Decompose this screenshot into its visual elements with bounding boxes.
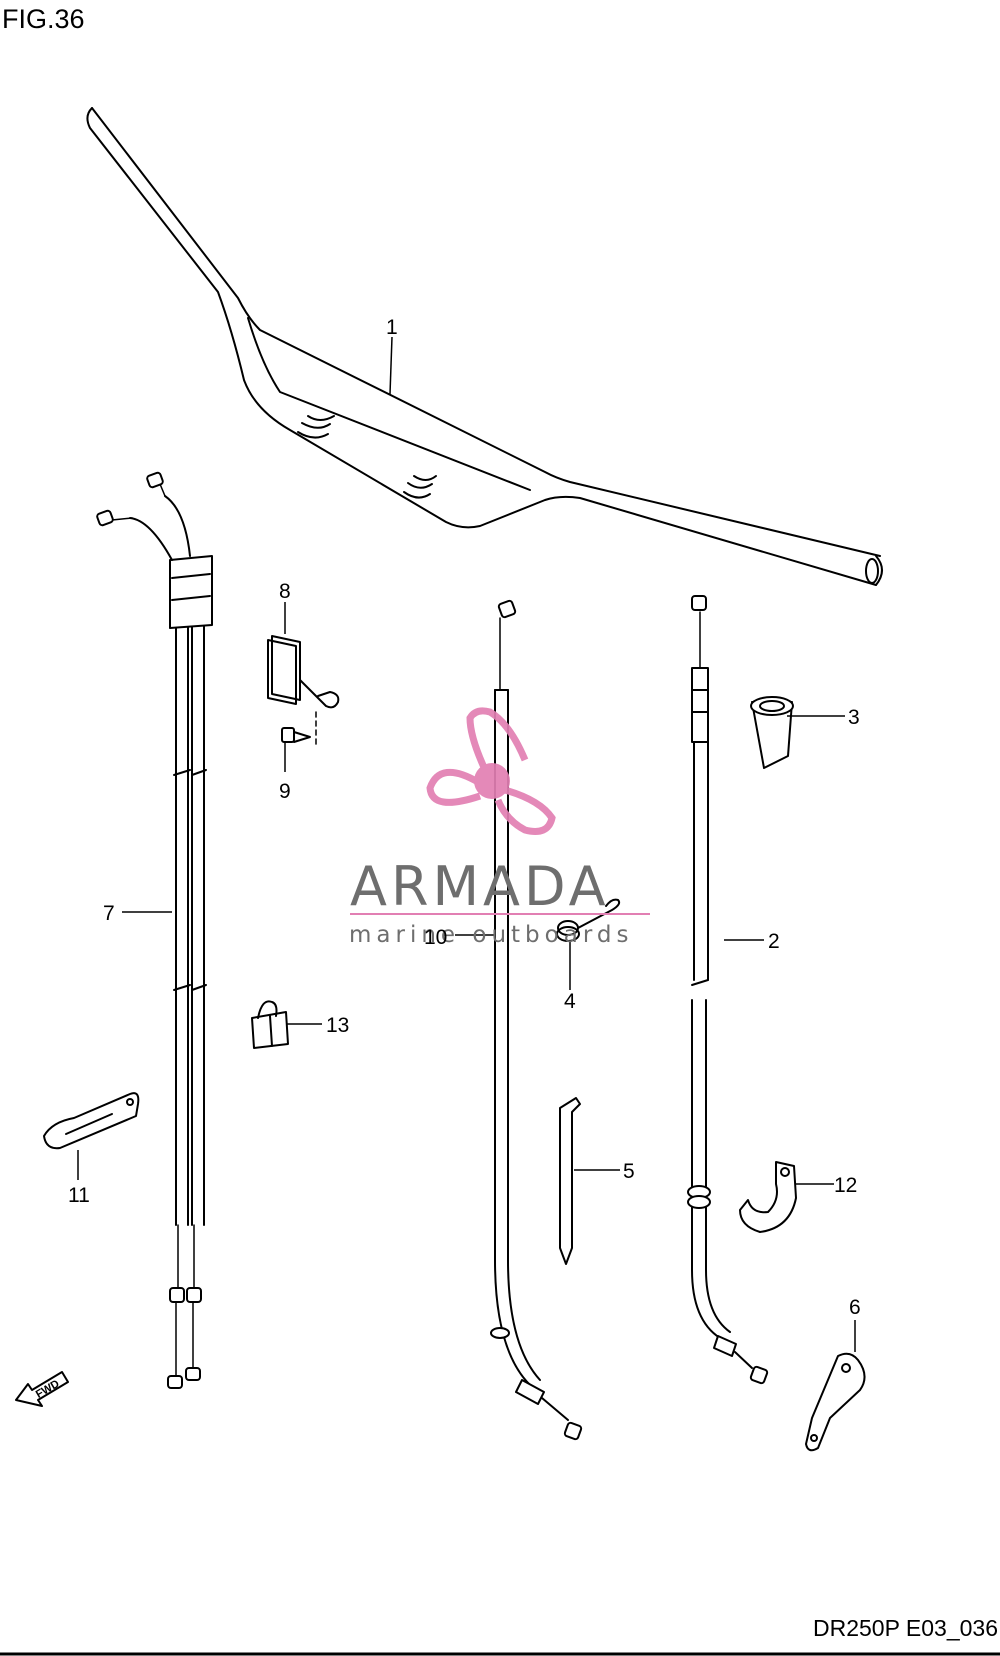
callout-13: 13 — [326, 1014, 349, 1037]
callout-1: 1 — [386, 316, 398, 339]
callout-12: 12 — [834, 1174, 857, 1197]
spring-clip-part — [556, 898, 621, 942]
callout-6: 6 — [849, 1296, 861, 1319]
holder-11-part — [43, 1092, 140, 1150]
figure-title: FIG.36 — [2, 4, 85, 34]
guide-12-part — [739, 1161, 797, 1233]
callout-3: 3 — [848, 706, 860, 729]
callout-4: 4 — [564, 990, 576, 1013]
callout-5: 5 — [623, 1160, 635, 1183]
callout-2: 2 — [768, 930, 780, 953]
screw-part — [281, 711, 317, 749]
watermark-logo — [426, 707, 556, 835]
watermark-brand: ARMADA — [350, 855, 610, 918]
cable-2-part — [687, 595, 769, 1385]
grip-part — [750, 696, 794, 769]
callout-10: 10 — [424, 926, 447, 949]
leader-lines — [77, 336, 856, 1352]
callout-7: 7 — [103, 902, 115, 925]
fwd-arrow-icon: FWD — [15, 1371, 69, 1407]
callout-11: 11 — [68, 1184, 90, 1207]
tie-5-part — [559, 1097, 581, 1265]
clamp-13-part — [251, 1000, 289, 1049]
throttle-cable-part — [96, 471, 213, 1389]
bracket-6-part — [805, 1352, 866, 1452]
callout-8: 8 — [279, 580, 291, 603]
handlebar-part — [86, 107, 883, 586]
cable-10-part — [490, 599, 583, 1441]
callout-9: 9 — [279, 780, 291, 803]
document-code: DR250P E03_036 — [813, 1615, 998, 1641]
fwd-label: FWD — [34, 1378, 62, 1401]
bracket-part — [267, 635, 340, 709]
watermark-tagline: marine outboards — [349, 922, 633, 948]
